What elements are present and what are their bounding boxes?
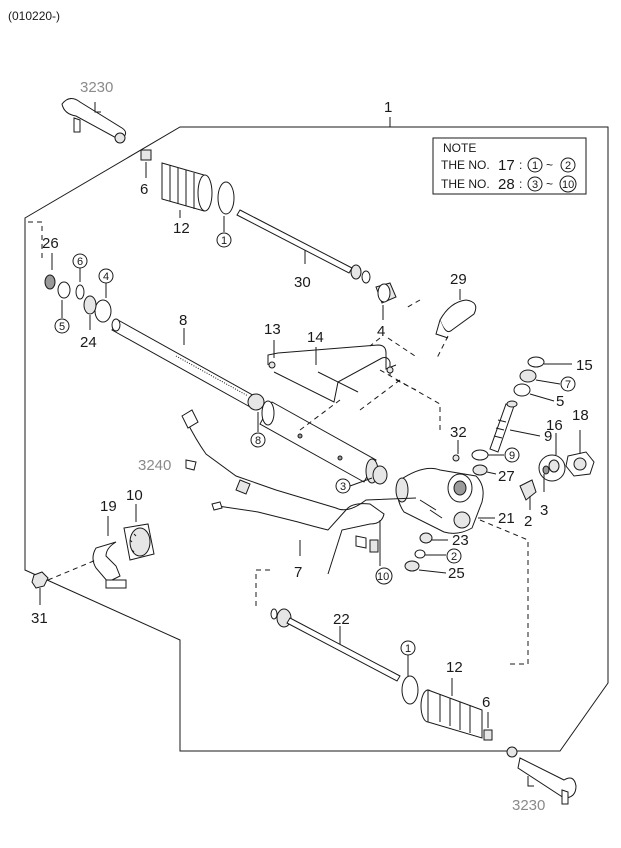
label-6-bottom: 6 <box>482 694 490 711</box>
label-1c-top: 1 <box>221 235 227 247</box>
inner-tie-rod-22 <box>270 608 401 682</box>
label-9: 9 <box>544 428 552 445</box>
note-line2-from: 3 <box>532 179 538 191</box>
label-4c-left: 4 <box>103 271 109 283</box>
note-line1-sep: : <box>519 158 522 172</box>
inner-tie-rod-30 <box>236 209 371 284</box>
label-25: 25 <box>448 565 465 582</box>
note-line1-range: ~ <box>546 158 553 172</box>
note-box: NOTE THE NO. 17 : 1 ~ 2 THE NO. 28 : 3 ~… <box>432 137 587 195</box>
assembly-frame <box>24 126 609 752</box>
cylinder-housing <box>259 400 379 484</box>
feed-tube-13-14 <box>267 344 397 403</box>
label-2c: 2 <box>451 551 457 563</box>
label-8c: 8 <box>255 435 261 447</box>
return-hose-7 <box>211 501 385 575</box>
label-23: 23 <box>452 532 469 549</box>
gear-housing-21 <box>395 467 484 534</box>
label-12-bottom: 12 <box>446 659 463 676</box>
lock-nut-18 <box>565 451 595 477</box>
rack-8 <box>111 318 265 411</box>
label-6-top: 6 <box>140 181 148 198</box>
note-line2-range: ~ <box>546 177 553 191</box>
note-line2-num: 28 <box>498 176 515 193</box>
label-26: 26 <box>42 235 59 252</box>
label-6c-left: 6 <box>77 256 83 268</box>
label-16: 16 <box>546 417 563 434</box>
label-30: 30 <box>294 274 311 291</box>
note-line1-prefix: THE NO. <box>441 158 490 172</box>
label-5-right: 5 <box>556 393 564 410</box>
yoke-16 <box>538 454 566 482</box>
clamp-29 <box>435 299 477 339</box>
label-27: 27 <box>498 468 515 485</box>
tie-rod-end-bottom <box>506 746 577 805</box>
label-2: 2 <box>524 513 532 530</box>
label-14: 14 <box>307 329 324 346</box>
label-15: 15 <box>576 357 593 374</box>
label-8: 8 <box>179 312 187 329</box>
label-18: 18 <box>572 407 589 424</box>
label-24: 24 <box>80 334 97 351</box>
label-5c-left: 5 <box>59 321 65 333</box>
label-3c: 3 <box>340 481 346 493</box>
label-9c: 9 <box>509 450 515 462</box>
label-7: 7 <box>294 564 302 581</box>
note-line2-prefix: THE NO. <box>441 177 490 191</box>
note-line1-num: 17 <box>498 157 515 174</box>
label-3240: 3240 <box>138 457 171 474</box>
label-1c-bottom: 1 <box>405 643 411 655</box>
note-line1-to: 2 <box>565 160 571 172</box>
assembly-number: 1 <box>384 99 392 116</box>
label-10c: 10 <box>377 571 389 583</box>
note-line2-sep: : <box>519 177 522 191</box>
label-32: 32 <box>450 424 467 441</box>
label-31: 31 <box>31 610 48 627</box>
bellows-boot-bottom <box>420 689 483 739</box>
label-10: 10 <box>126 487 143 504</box>
header-code: (010220-) <box>8 9 60 23</box>
tie-rod-end-top <box>61 98 127 144</box>
bracket-19 <box>92 541 127 589</box>
label-7c: 7 <box>565 379 571 391</box>
bush-4 <box>375 282 397 304</box>
pressure-hose-3240 <box>181 409 417 511</box>
label-12-top: 12 <box>173 220 190 237</box>
label-21: 21 <box>498 510 515 527</box>
label-29: 29 <box>450 271 467 288</box>
label-3230-top: 3230 <box>80 79 113 96</box>
label-22: 22 <box>333 611 350 628</box>
rubber-bush-10 <box>123 523 155 561</box>
label-19: 19 <box>100 498 117 515</box>
label-4-right: 4 <box>377 323 385 340</box>
label-3: 3 <box>540 502 548 519</box>
note-line2-to: 10 <box>562 179 574 191</box>
bellows-boot-top <box>161 162 235 215</box>
note-title: NOTE <box>443 141 476 155</box>
note-line1-from: 1 <box>532 160 538 172</box>
label-3230-bottom: 3230 <box>512 797 545 814</box>
label-13: 13 <box>264 321 281 338</box>
pinion-9 <box>489 400 518 453</box>
